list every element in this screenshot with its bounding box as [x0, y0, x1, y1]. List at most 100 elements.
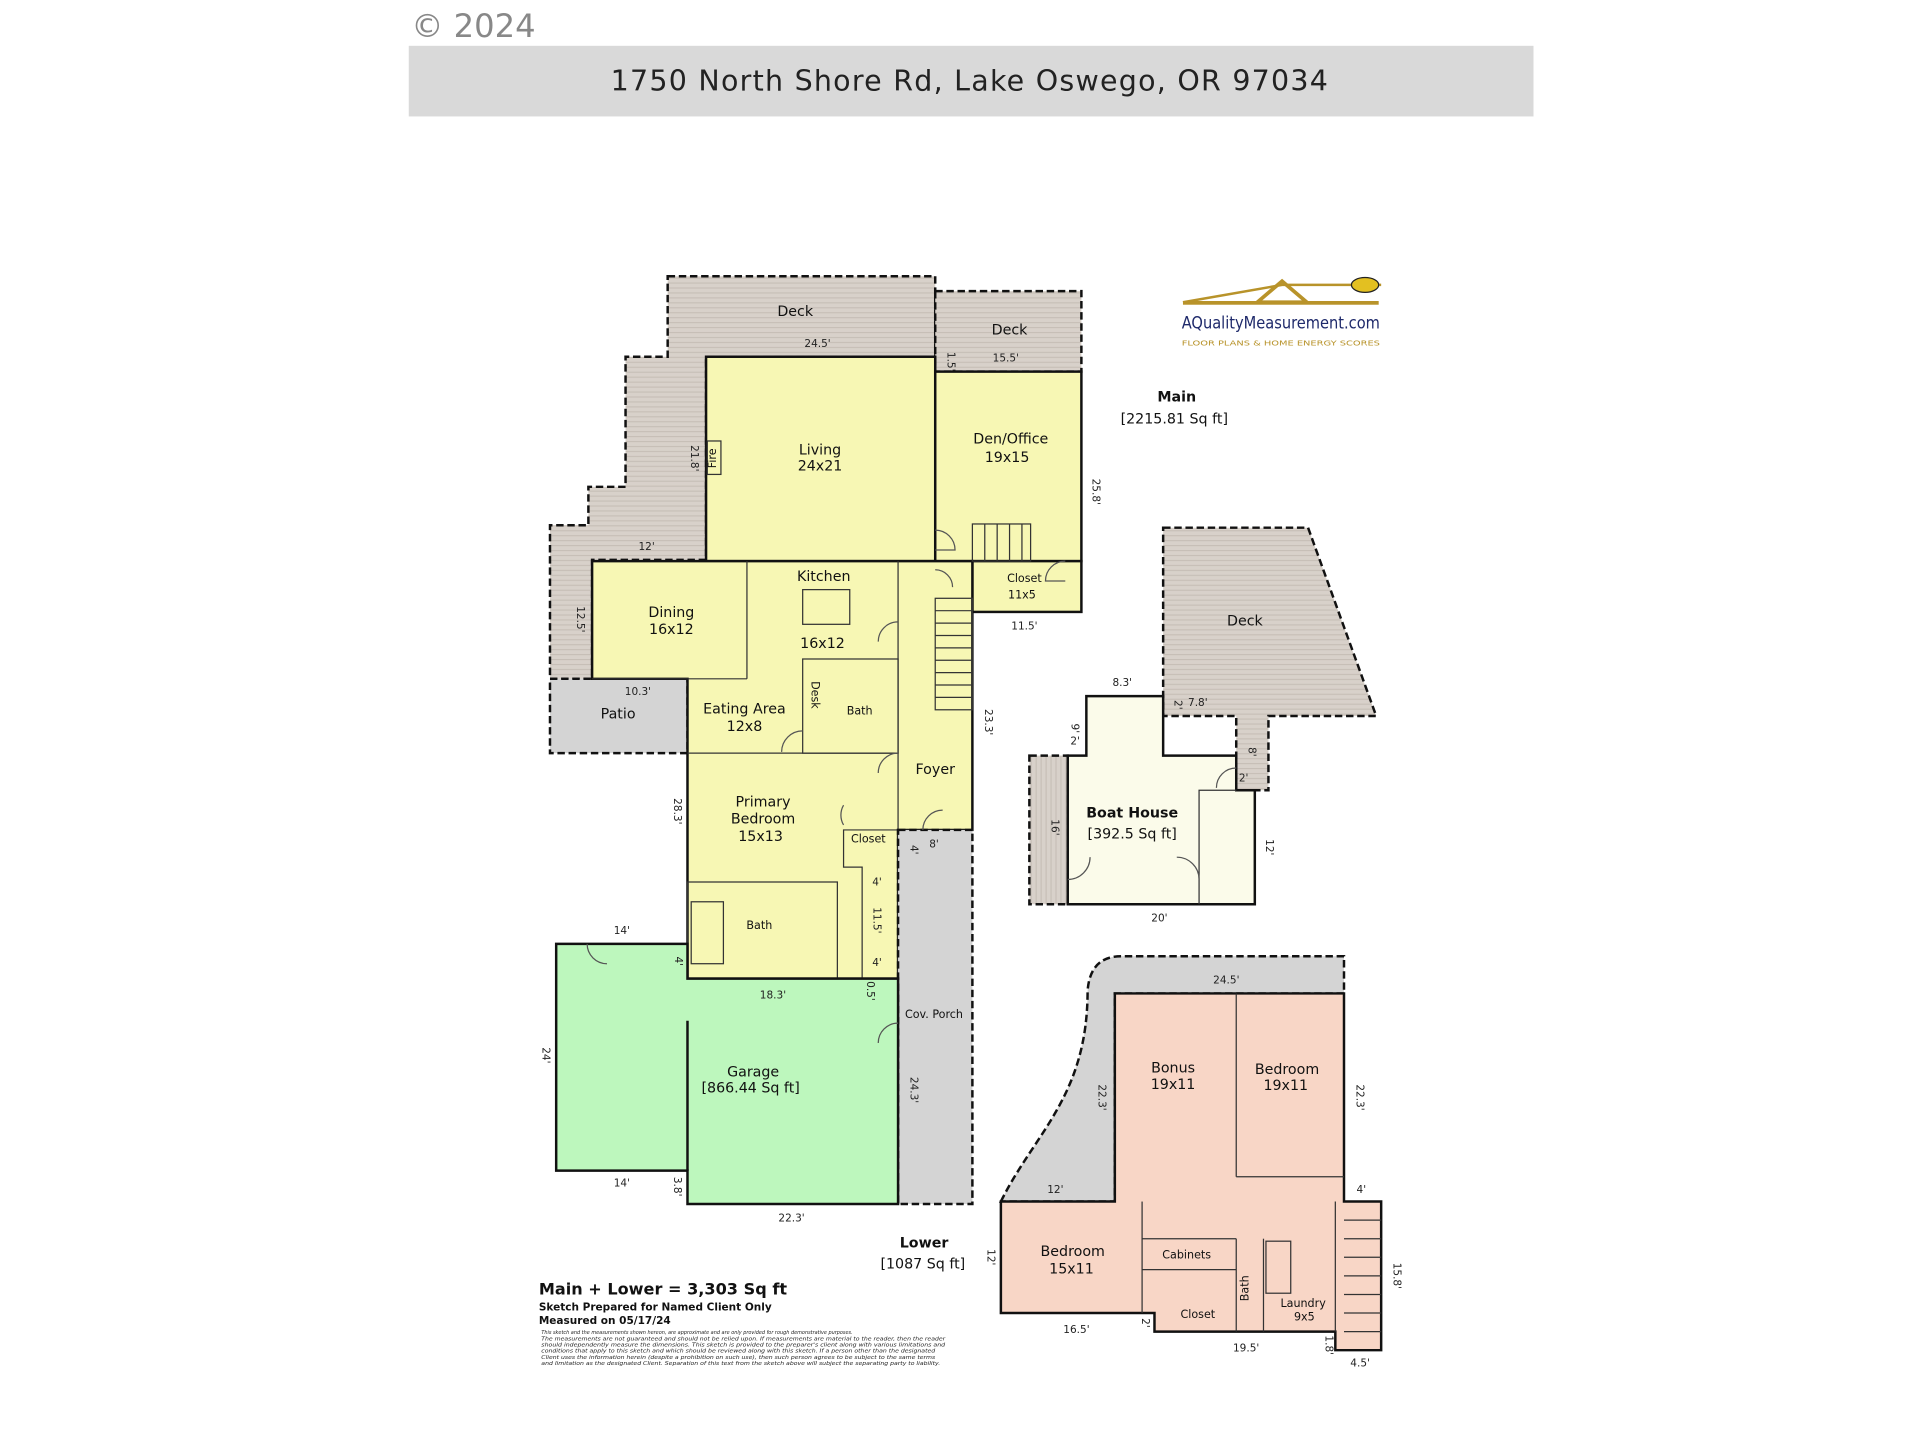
logo-tagline: FLOOR PLANS & HOME ENERGY SCORES — [1182, 339, 1381, 348]
label-deck: Deck — [1227, 614, 1264, 630]
label-bath: Bath — [847, 705, 873, 718]
dimension-labels: 24.5'15.5'1.5'21.8'25.8'12'12.5'11.5'10.… — [540, 338, 1403, 1369]
dimension-label: 0.5' — [864, 981, 876, 1001]
boat-house — [1066, 694, 1257, 906]
dimension-label: 9' — [1068, 724, 1080, 734]
dimension-label: 19.5' — [1233, 1342, 1259, 1354]
label-closet: Closet — [1007, 572, 1042, 585]
dimension-label: 1.8' — [1322, 1335, 1334, 1355]
deck-den — [933, 289, 1083, 373]
disclaimer-line: This sketch and the measurements shown h… — [541, 1330, 852, 1336]
covered-porch — [896, 828, 974, 1206]
label-bath: Bath — [1239, 1275, 1252, 1301]
label-cabinets: Cabinets — [1162, 1249, 1211, 1262]
dimension-label: 22.3' — [1096, 1084, 1108, 1110]
dimension-label: 16.5' — [1063, 1324, 1089, 1336]
label-primary-dims: 15x13 — [738, 829, 783, 845]
label-bedroom-dims: 15x11 — [1049, 1261, 1094, 1277]
dimension-label: 16' — [1049, 819, 1061, 835]
dimension-label: 12' — [1047, 1184, 1063, 1196]
label-living-dims: 24x21 — [798, 459, 843, 475]
disclaimer-line: The measurements are not guaranteed and … — [541, 1336, 946, 1342]
closet-main — [971, 559, 1083, 614]
dimension-label: 1.5' — [945, 352, 957, 372]
boat-house-area: [392.5 Sq ft] — [1088, 827, 1177, 843]
label-garage: Garage — [727, 1064, 779, 1080]
garage — [554, 942, 900, 1206]
dimension-label: 8' — [1246, 747, 1258, 757]
label-desk: Desk — [808, 681, 821, 709]
level-main-area: [2215.81 Sq ft] — [1121, 412, 1228, 428]
label-bonus-dims: 19x11 — [1151, 1077, 1196, 1093]
dimension-label: 11.5' — [1011, 620, 1037, 632]
dimension-label: 4' — [1357, 1184, 1367, 1196]
label-eating-area-dims: 12x8 — [727, 719, 763, 735]
dimension-label: 4' — [672, 956, 684, 966]
logo-name: AQualityMeasurement.com — [1182, 312, 1380, 332]
disclaimer: This sketch and the measurements shown h… — [541, 1330, 946, 1367]
label-covered-porch: Cov. Porch — [905, 1008, 963, 1021]
dimension-label: 8.3' — [1112, 677, 1132, 689]
dimension-label: 14' — [614, 925, 630, 937]
measured-date: Measured on 05/17/24 — [539, 1315, 671, 1327]
disclaimer-line: conditions that apply to this sketch and… — [541, 1349, 936, 1355]
dimension-label: 22.3' — [1353, 1084, 1365, 1110]
label-closet-dims: 11x5 — [1008, 588, 1036, 601]
dimension-label: 28.3' — [671, 798, 683, 824]
label-fireplace: Fire — [706, 448, 719, 468]
dimension-label: 4.5' — [1350, 1357, 1370, 1369]
dimension-label: 12.5' — [574, 606, 586, 632]
label-living: Living — [799, 443, 841, 459]
level-lower-label: Lower — [900, 1235, 949, 1251]
label-bedroom: Bedroom — [1041, 1244, 1105, 1260]
label-garage-area: [866.44 Sq ft] — [701, 1081, 799, 1097]
deck-boat-house — [1161, 526, 1378, 792]
dimension-label: 23.3' — [982, 709, 994, 735]
label-primary-bedroom: Bedroom — [731, 812, 795, 828]
dimension-label: 24.5' — [804, 338, 830, 350]
dimension-label: 15.8' — [1391, 1263, 1403, 1289]
dimension-label: 24.5' — [1213, 975, 1239, 987]
dimension-label: 2' — [1171, 700, 1183, 710]
level-lower-area: [1087 Sq ft] — [880, 1256, 965, 1272]
dimension-label: 4' — [907, 845, 919, 855]
label-primary: Primary — [736, 794, 791, 810]
dimension-label: 22.3' — [778, 1212, 804, 1224]
label-den-dims: 19x15 — [985, 450, 1030, 466]
lower-gray-area — [998, 955, 1346, 1203]
label-bedroom-dims: 19x11 — [1263, 1078, 1308, 1094]
label-eating-area: Eating Area — [703, 701, 786, 717]
label-deck: Deck — [992, 322, 1029, 338]
label-patio: Patio — [601, 706, 636, 722]
label-kitchen: Kitchen — [797, 569, 851, 585]
boat-house-label: Boat House — [1086, 806, 1178, 822]
dimension-label: 4' — [872, 957, 882, 969]
address-title: 1750 North Shore Rd, Lake Oswego, OR 970… — [611, 64, 1329, 97]
dimension-label: 24' — [540, 1047, 552, 1063]
label-den: Den/Office — [973, 431, 1048, 447]
dimension-label: 7.8' — [1188, 697, 1208, 709]
dimension-label: 4' — [872, 877, 882, 889]
dimension-label: 12' — [984, 1249, 996, 1265]
dimension-label: 25.8' — [1090, 479, 1102, 505]
dimension-label: 15.5' — [993, 353, 1019, 365]
dimension-label: 8' — [929, 838, 939, 850]
dimension-label: 12' — [638, 541, 654, 553]
dimension-label: 20' — [1151, 913, 1167, 925]
dimension-label: 2' — [1139, 1318, 1151, 1328]
dimension-label: 11.5' — [870, 907, 882, 933]
label-laundry: Laundry — [1280, 1297, 1326, 1310]
label-dining: Dining — [648, 605, 694, 621]
disclaimer-line: Client uses the information herein (desp… — [541, 1355, 935, 1361]
label-closet: Closet — [1180, 1308, 1215, 1321]
dimension-label: 2' — [1070, 735, 1080, 747]
total-area: Main + Lower = 3,303 Sq ft — [539, 1279, 787, 1298]
prepared-note: Sketch Prepared for Named Client Only — [539, 1302, 772, 1314]
disclaimer-line: should independently measure the dimensi… — [541, 1342, 946, 1348]
disclaimer-line: and limitation as the designated Client.… — [541, 1361, 940, 1367]
dimension-label: 2' — [1239, 773, 1249, 785]
label-foyer: Foyer — [916, 762, 956, 778]
label-bonus: Bonus — [1151, 1061, 1195, 1077]
dimension-label: 3.8' — [671, 1177, 683, 1197]
